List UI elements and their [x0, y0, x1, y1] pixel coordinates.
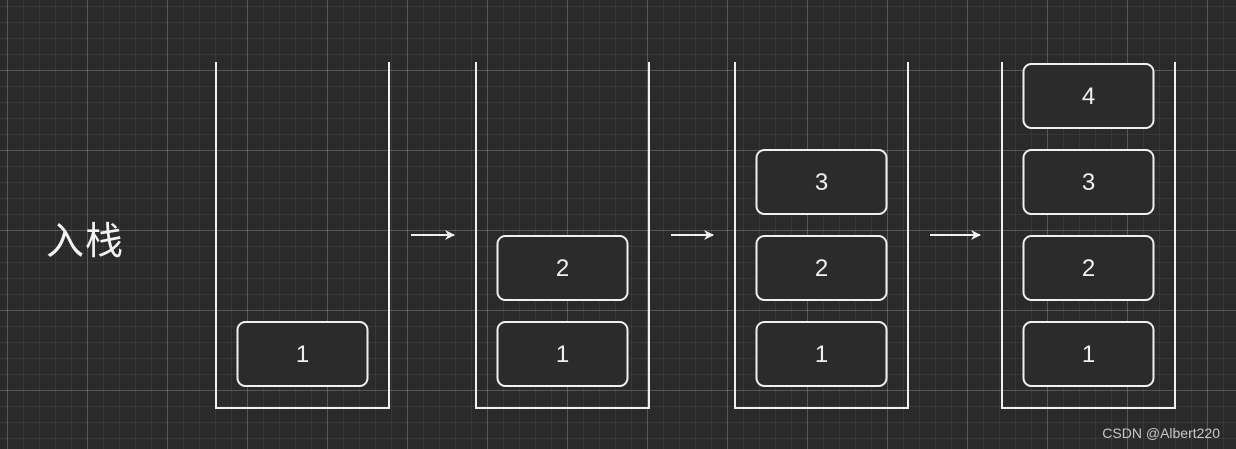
stack-element-label: 2	[1082, 255, 1095, 282]
stack-container	[475, 62, 650, 409]
stack-1: 1	[215, 62, 390, 409]
stack-element-label: 1	[296, 341, 309, 368]
stack-element-label: 3	[1082, 169, 1095, 196]
stack-element-box	[1022, 149, 1155, 215]
stack-3: 1 2 3	[734, 62, 909, 409]
stack-element-box	[755, 149, 888, 215]
stack-element-box	[236, 321, 369, 387]
stack-element-box	[496, 321, 629, 387]
stack-element-label: 2	[815, 255, 828, 282]
stack-element-label: 1	[1082, 341, 1095, 368]
watermark: CSDN @Albert220	[1102, 425, 1220, 441]
stack-element-box	[755, 321, 888, 387]
stack-container	[215, 62, 390, 409]
stack-container	[734, 62, 909, 409]
stack-element-label: 1	[815, 341, 828, 368]
stack-element-box	[1022, 321, 1155, 387]
stack-element-box	[1022, 63, 1155, 129]
stack-4: 1 2 3 4	[1001, 62, 1176, 409]
stack-element-label: 4	[1082, 83, 1095, 110]
stack-element-box	[1022, 235, 1155, 301]
stack-element-label: 1	[556, 341, 569, 368]
diagram-title: 入栈	[46, 219, 125, 263]
stack-element-box	[496, 235, 629, 301]
stack-element-label: 2	[556, 255, 569, 282]
stack-element-box	[755, 235, 888, 301]
stack-container	[1001, 62, 1176, 409]
stack-2: 12	[475, 62, 650, 409]
stack-element-label: 3	[815, 169, 828, 196]
